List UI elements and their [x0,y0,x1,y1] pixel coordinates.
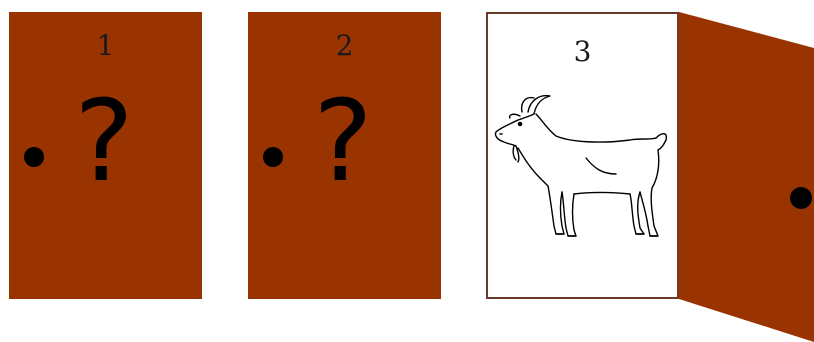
door-3-panel[interactable] [679,12,814,342]
door-knob-3 [790,187,812,209]
